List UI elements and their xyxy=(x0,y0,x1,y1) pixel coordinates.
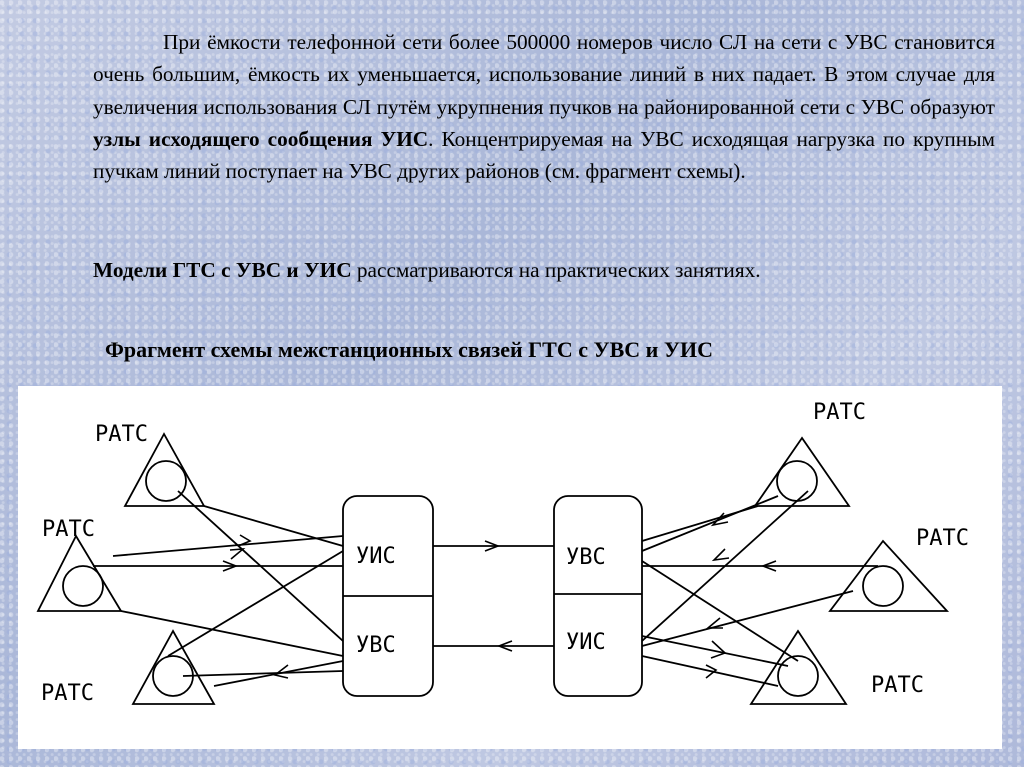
link-rb-uvs xyxy=(641,560,799,662)
models-text: рассматриваются на практических занятиях… xyxy=(351,258,761,282)
diagram-panel: РАТС РАТС РАТС РАТС РАТС РАТС УИС УВС УВ… xyxy=(18,386,1002,749)
link-lb-uvs-2 xyxy=(182,670,344,677)
link-rt-uvs-2 xyxy=(641,505,759,542)
link-rb-uis xyxy=(641,635,789,667)
ratc-label-left-top: РАТС xyxy=(95,422,148,447)
right-node-bottom-label: УИС xyxy=(566,630,606,655)
ratc-station-left-bottom xyxy=(131,629,216,705)
right-node-top-label: УВС xyxy=(566,545,606,570)
intro-bold-term: узлы исходящего сообщения УИС xyxy=(93,126,429,151)
ratc-label-left-middle: РАТС xyxy=(42,517,95,542)
ratc-station-right-bottom xyxy=(749,629,848,705)
ratc-label-left-bottom: РАТС xyxy=(41,681,94,706)
ratc-label-right-top: РАТС xyxy=(813,400,866,425)
intro-text-2: . Концентрируемая на УВС исходящая нагру… xyxy=(93,126,995,184)
models-bold-term: Модели ГТС с УВС и УИС xyxy=(93,258,352,282)
ratc-label-right-bottom: РАТС xyxy=(871,673,924,698)
diagram-heading: Фрагмент схемы межстанционных связей ГТС… xyxy=(105,337,714,362)
intro-paragraph: При ёмкости телефонной сети более 500000… xyxy=(93,26,995,187)
left-node-top-label: УИС xyxy=(356,544,396,569)
models-paragraph: Модели ГТС с УВС и УИС рассматриваются н… xyxy=(93,254,995,286)
link-rt-uvs xyxy=(641,495,779,552)
left-node-bottom-label: УВС xyxy=(356,633,396,658)
ratc-station-left-middle xyxy=(36,534,123,612)
link-rb-uis-2 xyxy=(641,655,779,687)
ratc-label-right-middle: РАТС xyxy=(916,526,969,551)
network-diagram: РАТС РАТС РАТС РАТС РАТС РАТС УИС УВС УВ… xyxy=(36,400,969,706)
link-lm-uvs xyxy=(120,610,344,657)
right-node-box xyxy=(553,495,643,697)
ratc-station-right-middle xyxy=(828,539,950,612)
intro-text-1: При ёмкости телефонной сети более 500000… xyxy=(93,30,995,119)
link-lb-uis xyxy=(167,550,344,657)
link-lm-uis xyxy=(112,535,344,557)
ratc-station-left-top xyxy=(123,432,206,507)
link-lt-uis xyxy=(203,505,344,547)
link-rm-uis xyxy=(641,590,854,647)
